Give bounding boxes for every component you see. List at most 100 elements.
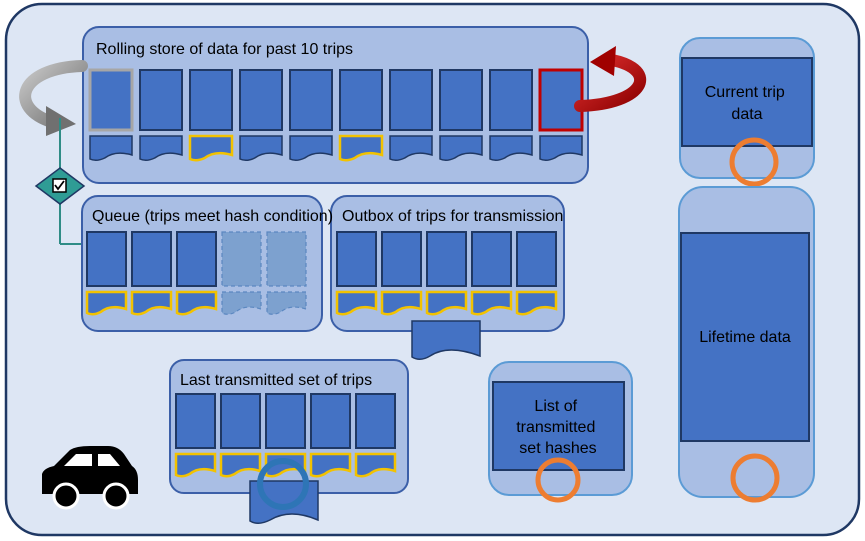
outbox-slot-4 <box>470 231 513 316</box>
outbox-label: Outbox of trips for transmission <box>342 208 563 225</box>
queue-slot-1-tab <box>85 290 128 316</box>
current-trip-container: Current trip data <box>679 37 815 187</box>
trip-slot-5-body <box>289 69 333 131</box>
trip-slot-1-body <box>88 68 134 132</box>
current-trip-marker <box>729 137 779 187</box>
current-trip-label-line-1: Current trip <box>705 84 785 101</box>
trip-slot-9 <box>489 69 533 162</box>
hash-list-container: List of transmitted set hashes <box>488 361 633 503</box>
last-slot-3-body <box>265 393 306 449</box>
transmitted-hash-marker <box>257 458 309 510</box>
last-slot-1-tab <box>174 452 217 478</box>
last-transmitted-label: Last transmitted set of trips <box>180 372 372 389</box>
trip-slot-10 <box>538 68 584 162</box>
trip-slot-6-body <box>339 69 383 131</box>
hash-list-label-line-3: set hashes <box>519 440 596 457</box>
trip-slot-9-body <box>489 69 533 131</box>
checkbox-decision-icon <box>34 167 86 205</box>
curved-arrow-right-icon <box>574 46 647 112</box>
outbox-slot-5 <box>515 231 558 316</box>
queue-slot-5-body <box>266 231 307 287</box>
last-slot-4-tab <box>309 452 352 478</box>
trip-slot-8-body <box>439 69 483 131</box>
trip-slot-10-tab <box>539 135 583 162</box>
lifetime-container: Lifetime data <box>678 186 815 503</box>
trip-slot-5-tab <box>289 135 333 162</box>
outbox-slot-3 <box>425 231 468 316</box>
outbox-slot-5-tab <box>515 290 558 316</box>
last-slot-4-body <box>310 393 351 449</box>
outbox-slot-4-body <box>471 231 512 287</box>
trip-slot-3 <box>188 69 234 162</box>
trip-slot-4 <box>239 69 283 162</box>
outbox-slot-3-tab <box>425 290 468 316</box>
last-slot-1-body <box>175 393 216 449</box>
outbox-slot-1-tab <box>335 290 378 316</box>
queue-slot-3-body <box>176 231 217 287</box>
queue-slot-2 <box>130 231 173 316</box>
last-slot-5-body <box>355 393 396 449</box>
last-slot-2-tab <box>219 452 262 478</box>
outbox-slot-2 <box>380 231 423 316</box>
svg-text:Current trip data: Current trip data <box>705 84 789 123</box>
outbox-slot-3-body <box>426 231 467 287</box>
outbox-slot-2-tab <box>380 290 423 316</box>
trip-slot-5 <box>289 69 333 162</box>
queue-slot-2-body <box>131 231 172 287</box>
last-slot-2-body <box>220 393 261 449</box>
queue-slot-2-tab <box>130 290 173 316</box>
trip-slot-1 <box>88 68 134 162</box>
outbox-slot-1 <box>335 231 378 316</box>
current-trip-label-line-2: data <box>731 106 762 123</box>
outbox-slot-1-body <box>336 231 377 287</box>
queue-slot-3 <box>175 231 218 316</box>
queue-cells <box>85 231 307 316</box>
queue-label: Queue (trips meet hash condition) <box>92 208 333 225</box>
outbox-container <box>330 195 565 332</box>
outbox-document-icon <box>411 320 481 360</box>
last-transmitted-cells <box>174 393 397 478</box>
rolling-store-label: Rolling store of data for past 10 trips <box>96 41 353 58</box>
rolling-store-cells <box>88 68 584 162</box>
last-slot-5 <box>354 393 397 478</box>
trip-slot-2-tab <box>139 135 183 162</box>
hash-list-marker <box>535 457 581 503</box>
last-slot-1 <box>174 393 217 478</box>
outbox-slot-2-body <box>381 231 422 287</box>
outbox-slot-5-body <box>516 231 557 287</box>
trip-slot-9-tab <box>489 135 533 162</box>
car-icon <box>42 446 138 510</box>
trip-slot-2 <box>139 69 183 162</box>
trip-slot-7-tab <box>389 135 433 162</box>
hash-list-label-line-2: transmitted <box>516 419 595 436</box>
last-slot-4 <box>309 393 352 478</box>
hash-list-label-line-1: List of <box>534 398 577 415</box>
trip-slot-3-tab <box>188 134 234 162</box>
svg-text:List of transmitted: List of transmitted set hashes <box>516 398 600 457</box>
trip-slot-6 <box>338 69 384 162</box>
last-slot-5-tab <box>354 452 397 478</box>
queue-container <box>81 195 323 332</box>
lifetime-marker <box>730 453 780 503</box>
queue-slot-4 <box>221 231 262 315</box>
last-slot-2 <box>219 393 262 478</box>
trip-slot-2-body <box>139 69 183 131</box>
last-transmitted-document-icon <box>249 480 319 524</box>
trip-slot-8-tab <box>439 135 483 162</box>
outbox-cells <box>335 231 558 316</box>
rolling-store: Rolling store of data for past 10 trips <box>82 26 589 184</box>
trip-slot-7-body <box>389 69 433 131</box>
lifetime-label: Lifetime data <box>699 329 791 346</box>
queue-slot-1-body <box>86 231 127 287</box>
queue-slot-5-tab <box>266 291 307 315</box>
trip-slot-1-tab <box>89 135 133 162</box>
last-transmitted-container: Last transmitted set of trips <box>169 359 409 494</box>
trip-slot-3-body <box>189 69 233 131</box>
queue-slot-1 <box>85 231 128 316</box>
trip-slot-4-tab <box>239 135 283 162</box>
queue-slot-5 <box>266 231 307 315</box>
outbox-slot-4-tab <box>470 290 513 316</box>
trip-slot-10-body <box>538 68 584 132</box>
trip-slot-8 <box>439 69 483 162</box>
